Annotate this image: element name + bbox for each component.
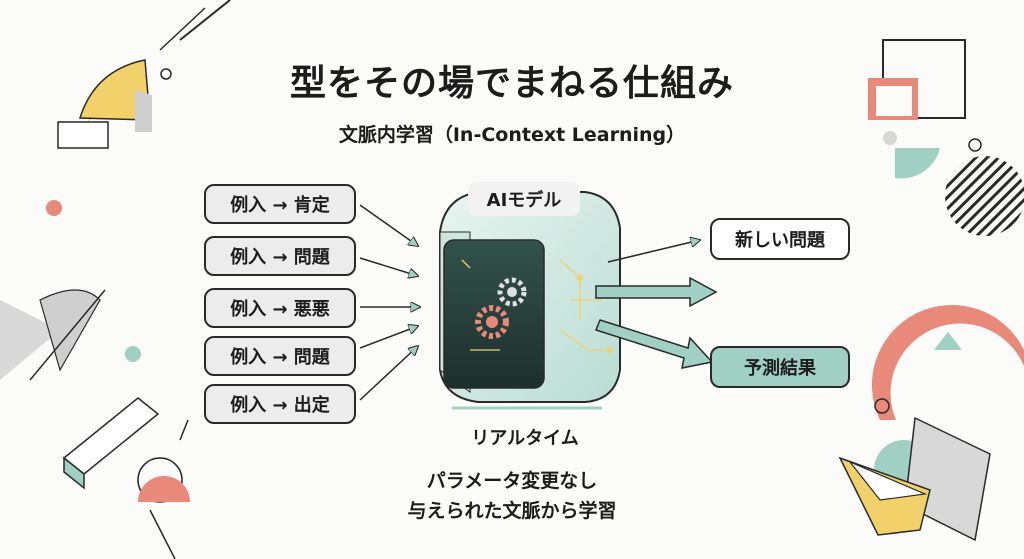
- output-prediction: 予測結果: [710, 346, 850, 388]
- realtime-caption: リアルタイム: [471, 428, 579, 449]
- left-side-shapes: [0, 200, 190, 559]
- top-right-shapes: [868, 39, 1024, 236]
- right-side-shapes: [838, 304, 1024, 542]
- input-arrows: [359, 204, 420, 401]
- top-left-shapes: [57, 0, 231, 149]
- ai-model-device: [439, 191, 621, 410]
- gear-icon: [475, 277, 527, 339]
- ai-model-label: AIモデル: [468, 182, 580, 216]
- note-learn-from-context: 与えられた文脈から学習: [407, 500, 617, 522]
- output-arrows: [595, 240, 718, 369]
- input-example-5: 例入 → 出定: [204, 384, 356, 424]
- page-subtitle: 文脈内学習（In-Context Learning）: [338, 124, 686, 146]
- input-example-3: 例入 → 悪悪: [204, 288, 356, 328]
- output-new-problem: 新しい問題: [710, 218, 850, 260]
- note-no-parameter-change: パラメータ変更なし: [426, 470, 598, 492]
- input-example-4: 例入 → 問題: [204, 336, 356, 376]
- input-example-2: 例入 → 問題: [204, 236, 356, 276]
- input-example-1: 例入 → 肯定: [204, 184, 356, 224]
- page-title: 型をその場でまねる仕組み: [289, 63, 734, 104]
